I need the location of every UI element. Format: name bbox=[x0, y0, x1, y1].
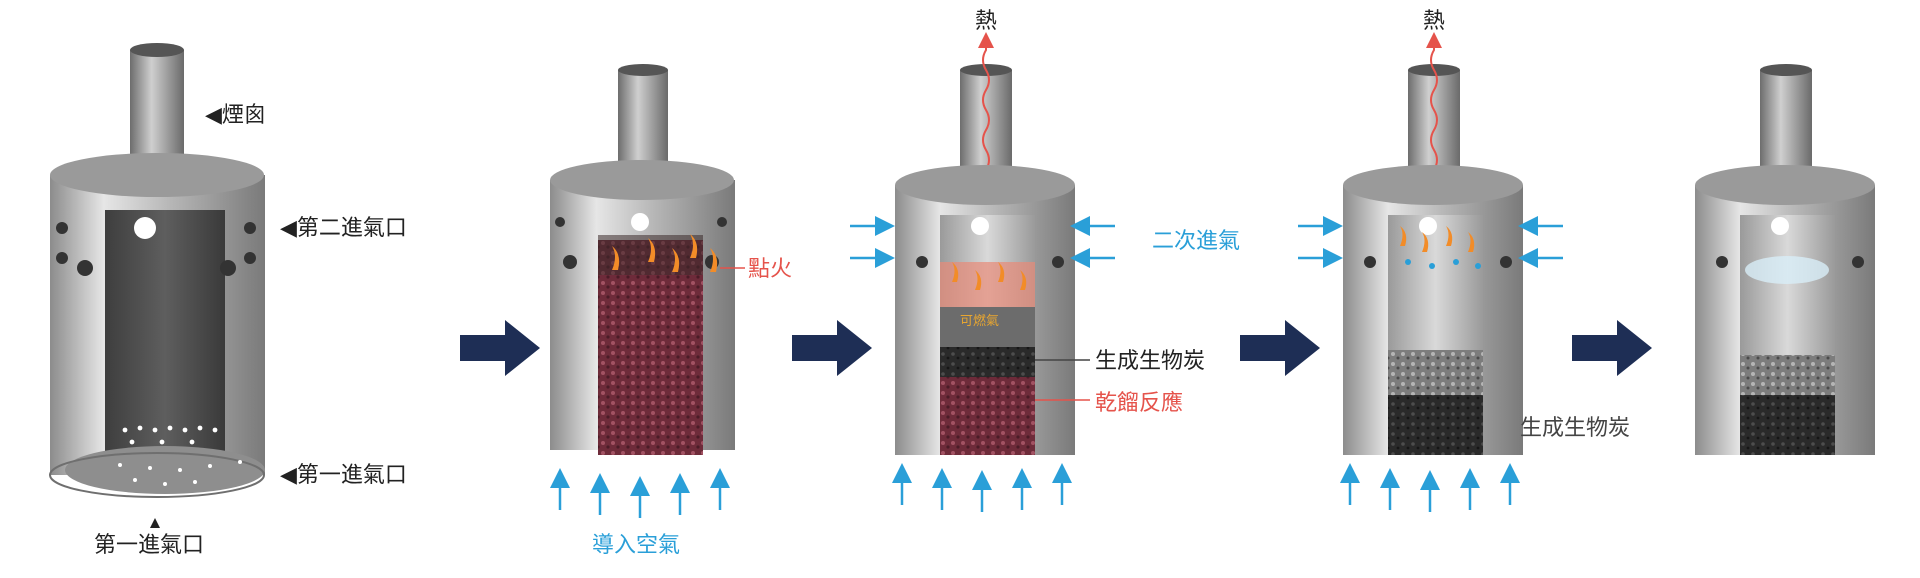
biochar-top-layer bbox=[1388, 350, 1483, 395]
flame-icon bbox=[612, 234, 718, 272]
stage-5-finished bbox=[1695, 64, 1875, 455]
first-inlet-holes bbox=[118, 425, 242, 486]
label-chimney: ◀煙囪 bbox=[205, 103, 266, 128]
second-inlet-hole bbox=[134, 217, 156, 239]
label-heat-1: 熱 bbox=[975, 9, 997, 34]
chimney-top bbox=[618, 64, 668, 76]
second-inlet-hole bbox=[1500, 256, 1512, 268]
label-biochar-stage3: 生成生物炭 bbox=[1095, 349, 1205, 374]
process-arrow-icon bbox=[792, 320, 872, 376]
label-first-inlet-bottom: 第一進氣口 bbox=[94, 533, 204, 558]
second-inlet-hole bbox=[916, 256, 928, 268]
air-intake-arrows bbox=[1340, 463, 1520, 512]
cylinder-top-rim bbox=[895, 165, 1075, 205]
second-inlet-hole bbox=[220, 260, 236, 276]
biochar-layer bbox=[940, 347, 1035, 377]
label-pyrolysis: 乾餾反應 bbox=[1095, 390, 1183, 416]
biomass-fill bbox=[940, 377, 1035, 455]
chimney-top bbox=[1760, 64, 1812, 76]
process-arrow-icon bbox=[1240, 320, 1320, 376]
stage-1-structure: ◀煙囪 ◀第二進氣口 ◀第一進氣口 第一進氣口 bbox=[49, 43, 407, 558]
secondary-air-arrows bbox=[1298, 216, 1563, 268]
cylinder-top-rim bbox=[550, 160, 734, 200]
label-ignite: 點火 bbox=[748, 257, 792, 282]
perforated-floor bbox=[65, 446, 265, 494]
second-inlet-hole bbox=[244, 252, 256, 264]
cylinder-top-rim bbox=[1343, 165, 1523, 205]
label-combustible-gas: 可燃氣 bbox=[960, 313, 999, 329]
cooling-haze bbox=[1745, 256, 1829, 284]
stage-3-pyrolysis: 熱 可燃氣 二次進氣 生成生物炭 乾餾反應 bbox=[850, 9, 1240, 512]
stage-4-biochar: 熱 生成生物炭 bbox=[1298, 9, 1630, 512]
biomass-fill bbox=[598, 240, 703, 455]
second-inlet-hole bbox=[717, 217, 727, 227]
combustible-gas-zone bbox=[940, 307, 1035, 347]
biochar-layer bbox=[1740, 395, 1835, 455]
second-inlet-hole bbox=[631, 213, 649, 231]
cylinder-top-rim bbox=[1695, 165, 1875, 205]
second-inlet-hole bbox=[56, 222, 68, 234]
inner-cavity bbox=[105, 210, 225, 465]
process-arrow-icon bbox=[1572, 320, 1652, 376]
second-inlet-hole bbox=[56, 252, 68, 264]
second-inlet-hole bbox=[1419, 217, 1437, 235]
second-inlet-hole bbox=[244, 222, 256, 234]
air-intake-arrows bbox=[550, 468, 730, 518]
label-secondary-intake: 二次進氣 bbox=[1152, 229, 1240, 254]
label-intake-air: 導入空氣 bbox=[592, 533, 680, 558]
cylinder-bottom-rim bbox=[49, 452, 265, 498]
second-inlet-hole bbox=[971, 217, 989, 235]
label-biochar-stage4: 生成生物炭 bbox=[1520, 416, 1630, 441]
gas-droplet-icon bbox=[1405, 259, 1481, 269]
label-heat-2: 熱 bbox=[1423, 9, 1445, 34]
flame-icon bbox=[1400, 226, 1475, 252]
flame-icon bbox=[952, 262, 1027, 290]
cylinder-top-rim bbox=[50, 153, 264, 197]
second-inlet-hole bbox=[555, 217, 565, 227]
second-inlet-hole bbox=[1771, 217, 1789, 235]
second-inlet-hole bbox=[1364, 256, 1376, 268]
flame-zone bbox=[940, 262, 1035, 307]
second-inlet-hole bbox=[563, 255, 577, 269]
process-arrow-icon bbox=[460, 320, 540, 376]
biochar-layer bbox=[1388, 395, 1483, 455]
label-first-inlet-side: ◀第一進氣口 bbox=[280, 463, 407, 488]
second-inlet-hole bbox=[77, 260, 93, 276]
second-inlet-hole bbox=[1852, 256, 1864, 268]
second-inlet-hole bbox=[1716, 256, 1728, 268]
air-intake-arrows bbox=[892, 463, 1072, 512]
biochar-top-layer bbox=[1740, 355, 1835, 395]
stage-2-ignition: 點火 導入空氣 bbox=[550, 64, 792, 558]
label-second-inlet: ◀第二進氣口 bbox=[280, 216, 407, 241]
pointer-triangle-icon bbox=[150, 518, 160, 528]
chimney-top bbox=[130, 43, 184, 57]
second-inlet-hole bbox=[1052, 256, 1064, 268]
secondary-air-arrows bbox=[850, 216, 1115, 268]
